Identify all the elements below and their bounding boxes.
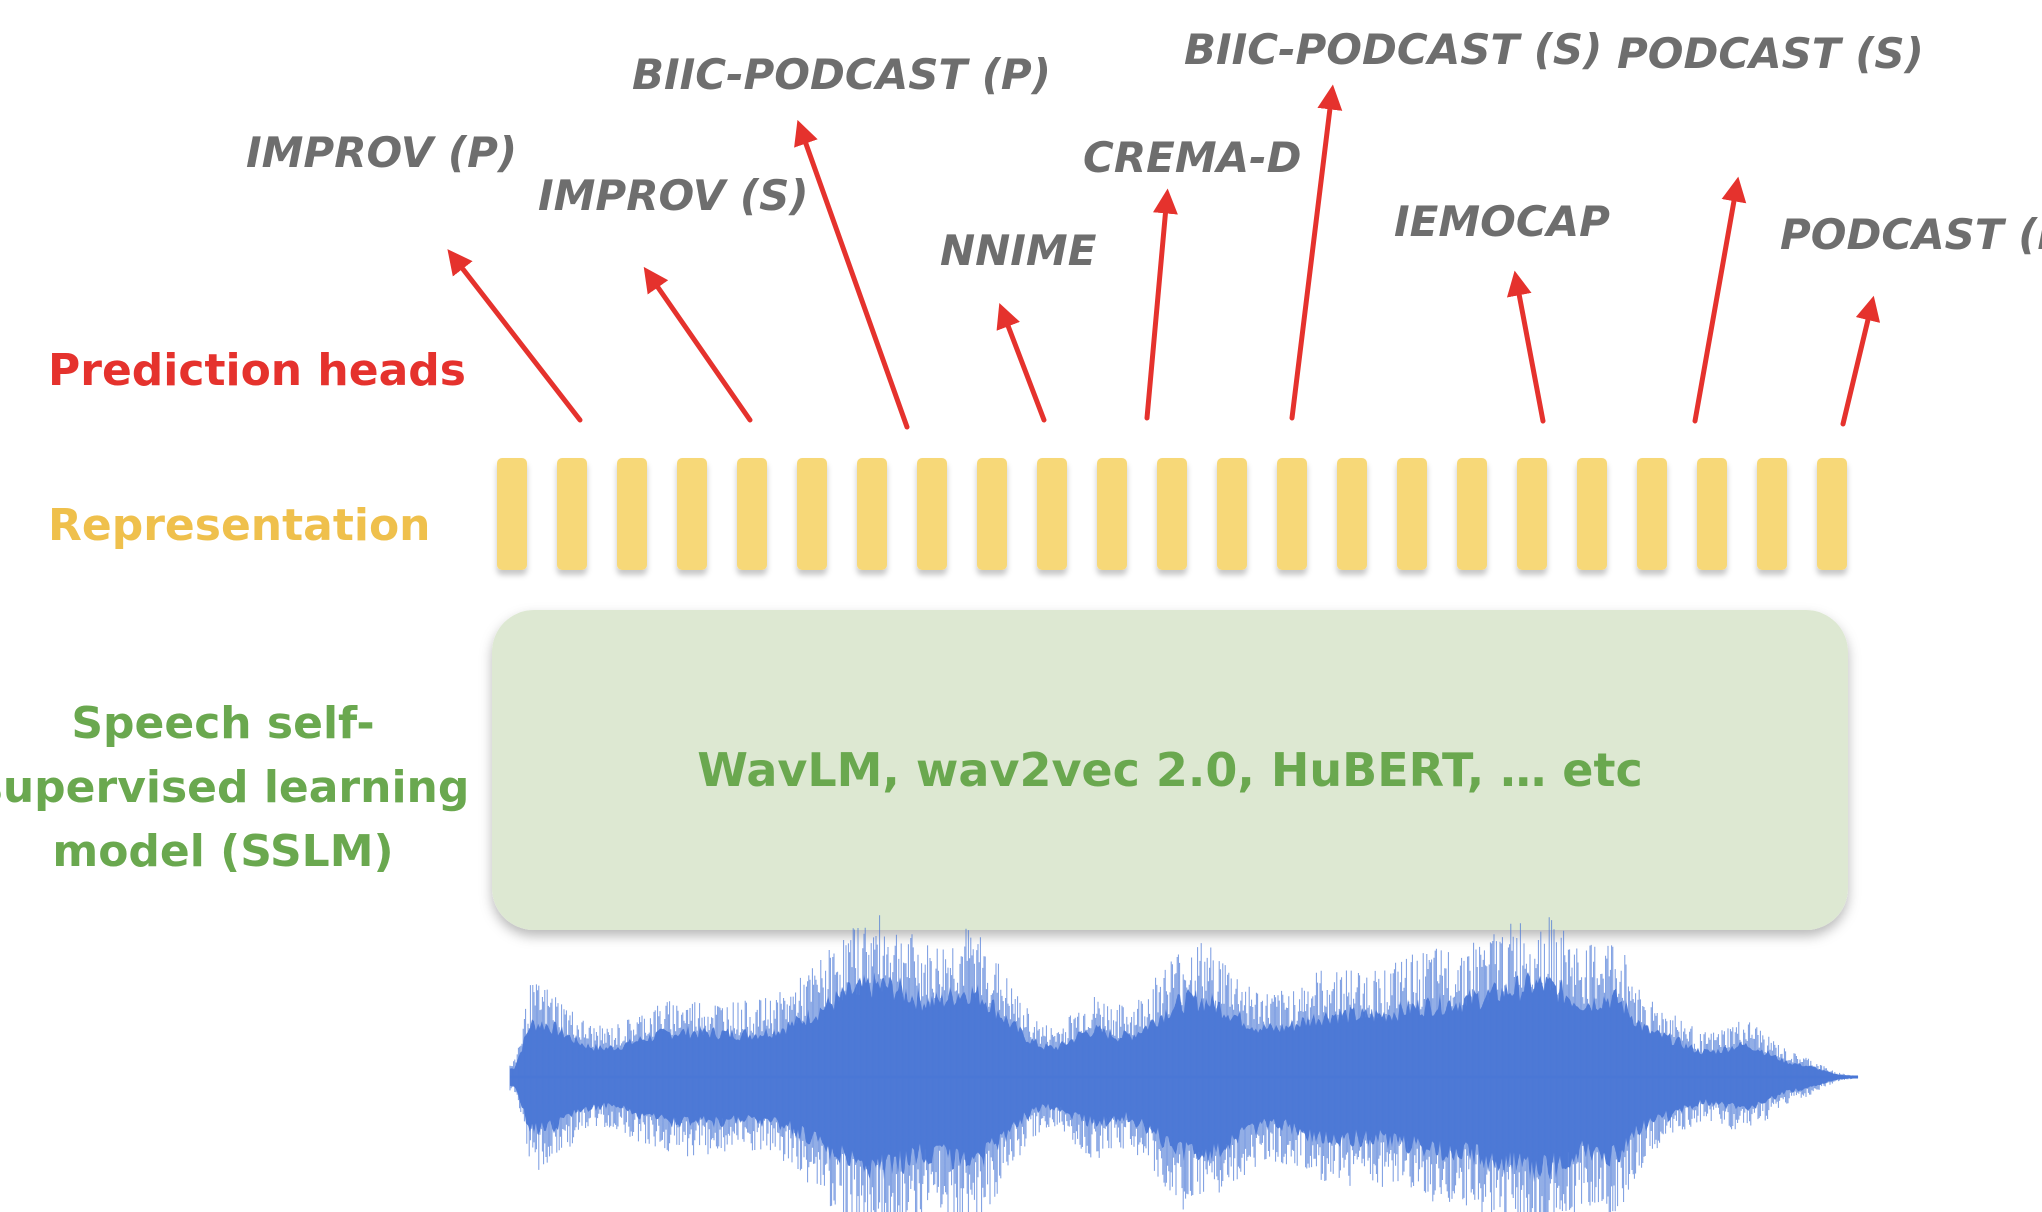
representation-token <box>977 458 1007 570</box>
representation-token <box>917 458 947 570</box>
arrow-biic-podcast-s <box>1289 84 1343 421</box>
representation-tokens <box>497 458 1847 570</box>
representation-token <box>1757 458 1787 570</box>
dataset-label-improv-s: IMPROV (S) <box>538 171 809 220</box>
dataset-labels: IMPROV (P) IMPROV (S) BIIC-PODCAST (P) N… <box>246 25 2042 275</box>
dataset-label-podcast-p: PODCAST (P) <box>1780 210 2042 259</box>
representation-token <box>1337 458 1367 570</box>
representation-token <box>1397 458 1427 570</box>
arrow-podcast-s <box>1692 176 1747 424</box>
representation-label: Representation <box>48 500 431 551</box>
representation-token <box>557 458 587 570</box>
representation-token <box>1217 458 1247 570</box>
representation-token <box>497 458 527 570</box>
representation-token <box>1577 458 1607 570</box>
dataset-label-podcast-s: PODCAST (S) <box>1617 29 1924 78</box>
representation-token <box>1157 458 1187 570</box>
arrow-biic-podcast-p <box>794 119 910 430</box>
representation-token <box>617 458 647 570</box>
arrow-improv-s <box>643 266 753 423</box>
dataset-label-nnime: NNIME <box>940 226 1097 275</box>
representation-token <box>857 458 887 570</box>
prediction-heads-label: Prediction heads <box>48 345 466 396</box>
representation-token <box>1097 458 1127 570</box>
representation-token <box>1037 458 1067 570</box>
sslm-label-line1: Speech self- <box>71 698 374 749</box>
representation-token <box>1277 458 1307 570</box>
model-names-text: WavLM, wav2vec 2.0, HuBERT, … etc <box>697 743 1643 797</box>
dataset-label-crema-d: CREMA-D <box>1083 133 1301 182</box>
arrow-improv-p <box>447 249 583 423</box>
sslm-model-box: WavLM, wav2vec 2.0, HuBERT, … etc <box>492 610 1848 930</box>
dataset-label-iemocap: IEMOCAP <box>1394 197 1610 246</box>
prediction-head-arrows <box>447 84 1881 430</box>
representation-token <box>1457 458 1487 570</box>
representation-token <box>1517 458 1547 570</box>
model-box <box>492 610 1848 930</box>
representation-token <box>1817 458 1847 570</box>
arrow-crema-d <box>1144 188 1178 421</box>
representation-token <box>1637 458 1667 570</box>
arrow-nnime <box>996 302 1047 423</box>
speech-waveform <box>509 915 1859 1212</box>
dataset-label-biic-podcast-s: BIIC-PODCAST (S) <box>1184 25 1602 74</box>
arrow-iemocap <box>1506 270 1546 424</box>
sslm-label-line3: model (SSLM) <box>52 826 393 877</box>
representation-token <box>677 458 707 570</box>
representation-token <box>1697 458 1727 570</box>
sslm-label-line2: supervised learning <box>0 762 469 813</box>
dataset-label-improv-p: IMPROV (P) <box>246 128 517 177</box>
dataset-label-biic-podcast-p: BIIC-PODCAST (P) <box>632 50 1051 99</box>
representation-token <box>737 458 767 570</box>
arrow-podcast-p <box>1840 295 1881 427</box>
sslm-label: Speech self- supervised learning model (… <box>0 698 469 877</box>
representation-token <box>797 458 827 570</box>
